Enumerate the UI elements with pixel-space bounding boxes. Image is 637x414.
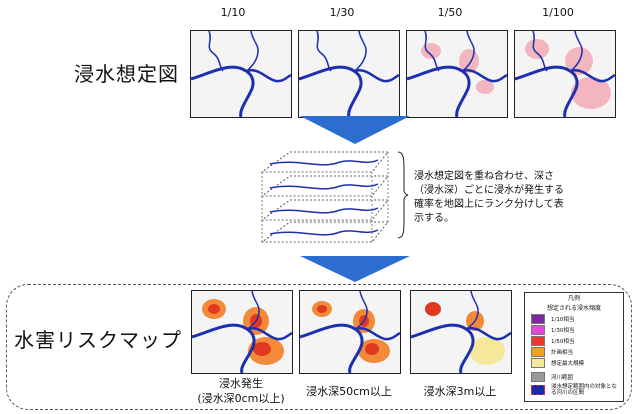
- probability-label-1-100: 1/100: [542, 6, 574, 19]
- legend-label: 想定最大規模: [551, 360, 585, 367]
- legend-header: 凡例: [567, 295, 580, 302]
- legend: 凡例 想定される浸水頻度 1/10相当 1/30相当 1/50相当 計画相当 想…: [524, 292, 624, 402]
- risk-map-3m: [410, 290, 512, 374]
- flood-map-1-30: [298, 30, 400, 118]
- legend-swatch: [531, 335, 545, 346]
- caption-3m: 浸水深3m以上: [423, 385, 497, 398]
- legend-swatch: [531, 371, 545, 382]
- description-line-4: 示する。: [414, 213, 454, 224]
- caption-0cm: 浸水発生 (浸水深0cm以上): [186, 376, 296, 406]
- legend-label: 1/50相当: [551, 338, 575, 345]
- description-line-2: （浸水深）ごとに浸水が発生する: [414, 185, 564, 196]
- probability-label-1-30: 1/30: [329, 6, 355, 19]
- caption-0cm-line-1: 浸水発生: [219, 377, 263, 390]
- bracket-icon: [397, 151, 409, 239]
- flood-map-title: 浸水想定図: [74, 62, 179, 86]
- description-line-1: 浸水想定図を重ね合わせ、深さ: [414, 171, 554, 182]
- legend-item: 1/30相当: [525, 324, 623, 335]
- legend-item: 1/10相当: [525, 313, 623, 324]
- legend-item: 1/50相当: [525, 335, 623, 346]
- risk-map-0cm: [191, 290, 293, 374]
- legend-item: 計画相当: [525, 346, 623, 357]
- flood-map-1-10: [190, 30, 292, 118]
- legend-swatch: [531, 313, 545, 324]
- legend-item: 浸水想定範囲内の対象となる河川の区間: [525, 382, 623, 398]
- legend-label: 河川範囲: [551, 374, 574, 381]
- probability-label-1-50: 1/50: [437, 6, 463, 19]
- risk-map-50cm: [299, 290, 401, 374]
- flood-map-1-100: [514, 30, 616, 118]
- legend-subheader: 想定される浸水頻度: [546, 305, 601, 312]
- legend-swatch: [531, 346, 545, 357]
- legend-item: 想定最大規模: [525, 357, 623, 368]
- overlay-description: 浸水想定図を重ね合わせ、深さ （浸水深）ごとに浸水が発生する 確率を地図上にラン…: [414, 170, 604, 226]
- legend-label: 浸水想定範囲内の対象となる河川の区間: [551, 384, 617, 396]
- legend-label: 1/30相当: [551, 327, 575, 334]
- probability-label-1-10: 1/10: [220, 6, 246, 19]
- down-arrow-icon: [300, 116, 410, 144]
- legend-label: 計画相当: [551, 349, 574, 356]
- legend-item: 河川範囲: [525, 371, 623, 382]
- stacked-layers-diagram: [260, 151, 389, 243]
- caption-50cm: 浸水深50cm以上: [306, 385, 392, 398]
- legend-swatch: [531, 324, 545, 335]
- risk-map-frame: [6, 284, 632, 410]
- legend-swatch: [531, 357, 545, 368]
- description-line-3: 確率を地図上にランク分けして表: [414, 199, 564, 210]
- caption-0cm-line-2: (浸水深0cm以上): [197, 392, 285, 405]
- down-arrow-icon: [300, 256, 410, 282]
- flood-map-1-50: [406, 30, 508, 118]
- legend-swatch: [531, 385, 545, 395]
- risk-map-title: 水害リスクマップ: [14, 328, 182, 352]
- legend-label: 1/10相当: [551, 316, 575, 323]
